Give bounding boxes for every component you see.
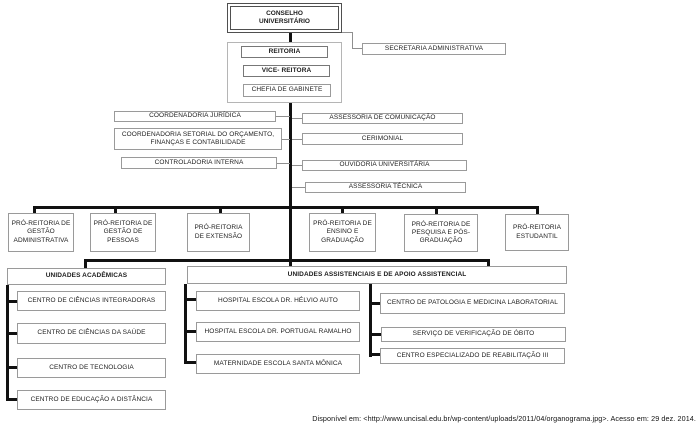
connector <box>277 163 290 164</box>
connector <box>289 262 292 266</box>
connector <box>282 139 290 140</box>
connector <box>276 116 290 117</box>
box-pro-reitoria-estudantil: PRÓ-REITORIA ESTUDANTIL <box>505 214 569 251</box>
box-chefia-de-gabinete: CHEFIA DE GABINETE <box>243 84 331 97</box>
box-assessoria-tecnica: ASSESSORIA TÉCNICA <box>305 182 466 193</box>
box-pro-reitoria-ensino-graduacao: PRÓ-REITORIA DE ENSINO E GRADUAÇÃO <box>309 213 376 252</box>
header-unidades-academicas: UNIDADES ACADÊMICAS <box>7 268 166 285</box>
connector <box>292 187 305 188</box>
connector <box>342 32 353 33</box>
connector <box>369 333 381 336</box>
box-cerimonial: CERIMONIAL <box>302 133 463 145</box>
connector <box>184 361 196 364</box>
connector <box>292 118 302 119</box>
connector <box>487 262 490 266</box>
box-pro-reitoria-pesquisa-pos-graduacao: PRÓ-REITORIA DE PESQUISA E PÓS-GRADUAÇÃO <box>404 214 478 252</box>
box-centro-ciencias-saude: CENTRO DE CIÊNCIAS DA SAÚDE <box>17 323 166 344</box>
box-ouvidoria-universitaria: OUVIDORIA UNIVERSITÁRIA <box>302 160 467 171</box>
box-centro-especializado-reabilitacao: CENTRO ESPECIALIZADO DE REABILITAÇÃO III <box>380 348 565 364</box>
connector <box>369 302 380 305</box>
box-coordenadoria-juridica: COORDENADORIA JURÍDICA <box>114 111 276 122</box>
box-maternidade-santa-monica: MATERNIDADE ESCOLA SANTA MÔNICA <box>196 354 360 374</box>
connector <box>352 32 353 49</box>
connector <box>435 209 438 214</box>
box-centro-tecnologia: CENTRO DE TECNOLOGIA <box>17 358 166 378</box>
box-hospital-helvio-auto: HOSPITAL ESCOLA DR. HÉLVIO AUTO <box>196 291 360 311</box>
connector <box>536 209 539 215</box>
connector <box>292 165 302 166</box>
box-centro-patologia-medicina-laboratorial: CENTRO DE PATOLOGIA E MEDICINA LABORATOR… <box>380 293 565 314</box>
connector <box>369 284 372 357</box>
connector <box>341 209 344 214</box>
connector <box>292 139 302 140</box>
connector <box>6 285 9 401</box>
connector <box>184 284 187 364</box>
connector <box>6 300 17 303</box>
connector <box>184 298 196 301</box>
connector <box>6 332 17 335</box>
header-unidades-assistenciais: UNIDADES ASSISTENCIAIS E DE APOIO ASSIST… <box>187 266 567 284</box>
box-hospital-portugal-ramalho: HOSPITAL ESCOLA DR. PORTUGAL RAMALHO <box>196 322 360 342</box>
connector <box>369 353 380 356</box>
connector <box>33 209 36 214</box>
connector <box>219 209 222 214</box>
box-vice-reitora: VICE- REITORA <box>243 65 330 77</box>
box-coordenadoria-setorial: COORDENADORIA SETORIAL DO ORÇAMENTO, FIN… <box>114 128 282 150</box>
conselho-label: CONSELHO UNIVERSITÁRIO <box>259 9 310 25</box>
connector <box>352 48 362 49</box>
box-assessoria-comunicacao: ASSESSORIA DE COMUNICAÇÃO <box>302 113 463 124</box>
box-secretaria-administrativa: SECRETARIA ADMINISTRATIVA <box>362 43 506 55</box>
box-pro-reitoria-gestao-administrativa: PRÓ-REITORIA DE GESTÃO ADMINISTRATIVA <box>8 213 74 252</box>
box-pro-reitoria-gestao-pessoas: PRÓ-REITORIA DE GESTÃO DE PESSOAS <box>90 213 156 252</box>
connector <box>84 262 87 268</box>
connector <box>6 366 17 369</box>
connector <box>33 206 539 209</box>
connector <box>289 103 292 206</box>
source-citation: Disponível em: <http://www.uncisal.edu.b… <box>312 414 696 423</box>
connector <box>114 209 117 214</box>
box-pro-reitoria-extensao: PRÓ-REITORIA DE EXTENSÃO <box>187 213 250 252</box>
box-conselho-universitario: CONSELHO UNIVERSITÁRIO <box>227 3 342 33</box>
connector <box>84 259 490 262</box>
box-centro-educacao-distancia: CENTRO DE EDUCAÇÃO A DISTÂNCIA <box>17 390 166 410</box>
connector <box>289 33 292 42</box>
box-centro-ciencias-integradoras: CENTRO DE CIÊNCIAS INTEGRADORAS <box>17 291 166 311</box>
connector <box>184 330 196 333</box>
box-reitoria: REITORIA <box>241 46 328 58</box>
connector <box>289 209 292 261</box>
box-servico-verificacao-obito: SERVIÇO DE VERIFICAÇÃO DE ÓBITO <box>381 327 566 342</box>
connector <box>6 398 17 401</box>
box-controladoria-interna: CONTROLADORIA INTERNA <box>121 157 277 169</box>
